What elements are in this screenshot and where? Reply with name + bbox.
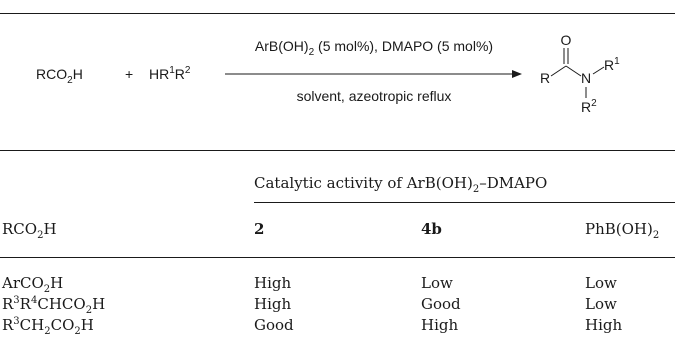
table-cell-c3: High [421,316,459,334]
group-header: Catalytic activity of ArB(OH)2–DMAPO [254,174,548,195]
product-amide: R O N R1 R2 [540,32,620,115]
table-cell-c2: Good [254,316,294,334]
product-nitrogen: N [581,70,591,86]
plus-sign: + [125,66,133,82]
table-cell-substrate: ArCO2H [2,274,64,295]
table-cell-c4: Low [585,274,617,292]
column-header-catalyst-4b: 4b [421,220,442,238]
top-rule [0,13,675,14]
table-cell-c3: Low [421,274,453,292]
arrow-head [512,70,522,78]
product-r1: R1 [604,56,620,73]
table-cell-c4: Low [585,295,617,313]
table-cell-c2: High [254,295,292,313]
product-oxygen: O [561,32,572,48]
column-header-catalyst-2: 2 [254,220,265,238]
table-cell-substrate: R3CH2CO2H [2,316,94,337]
header-rule [0,257,675,258]
column-header-substrate: RCO2H [2,220,57,241]
conditions-solvent: solvent, azeotropic reflux [297,88,452,104]
column-header-phenylboronic: PhB(OH)2 [585,220,660,241]
catalytic-activity-table: Catalytic activity of ArB(OH)2–DMAPO RCO… [0,150,675,346]
table-cell-c3: Good [421,295,461,313]
table-cell-c2: High [254,274,292,292]
reaction-scheme: RCO2H + HR1R2 ArB(OH)2 (5 mol%), DMAPO (… [36,32,620,115]
conditions-catalyst: ArB(OH)2 (5 mol%), DMAPO (5 mol%) [255,38,493,58]
group-header-rule [254,202,675,203]
reactant-acid: RCO2H [36,66,83,86]
reactant-amine: HR1R2 [149,65,191,82]
scheme-bottom-rule [0,150,675,151]
table-cell-c4: High [585,316,623,334]
product-r2: R2 [581,98,597,115]
product-r: R [540,70,550,86]
table-cell-substrate: R3R4CHCO2H [2,295,106,316]
